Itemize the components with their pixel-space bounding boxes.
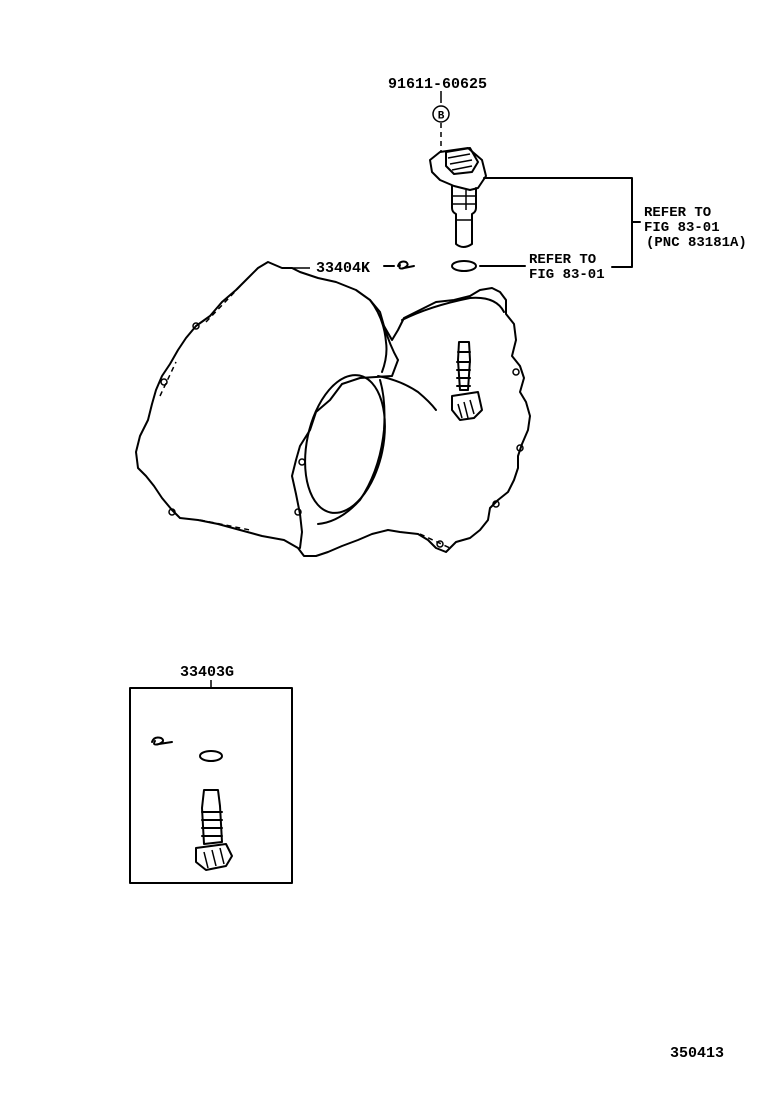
- figure-number: 350413: [670, 1045, 724, 1062]
- clip-part-number[interactable]: 33404K: [316, 260, 370, 277]
- refer-sensor-line-2[interactable]: FIG 83-01: [644, 220, 720, 236]
- refer-oring-line-2[interactable]: FIG 83-01: [529, 267, 605, 283]
- clip-icon: [397, 260, 415, 270]
- kit-driven-gear: [195, 789, 233, 871]
- kit-part-number[interactable]: 33403G: [180, 664, 234, 681]
- kit-o-ring: [199, 750, 223, 762]
- kit-box: [129, 687, 293, 884]
- bolt-part-number: 91611-60625: [388, 76, 487, 93]
- refer-oring-line-1[interactable]: REFER TO: [529, 252, 596, 268]
- bolt-marker-circle: [432, 105, 450, 123]
- refer-sensor-line-3[interactable]: (PNC 83181A): [646, 235, 747, 251]
- refer-sensor-line-1[interactable]: REFER TO: [644, 205, 711, 221]
- bolt-marker-letter: B: [438, 111, 445, 123]
- bolt-callout[interactable]: 91611-60625 B: [388, 76, 487, 152]
- driven-gear-installed: [451, 341, 483, 421]
- kit-clip-icon: [151, 736, 173, 746]
- sensor-reference-bracket: [483, 177, 641, 268]
- speed-sensor: [429, 147, 487, 248]
- transaxle-housing: [135, 261, 531, 557]
- o-ring: [451, 260, 477, 272]
